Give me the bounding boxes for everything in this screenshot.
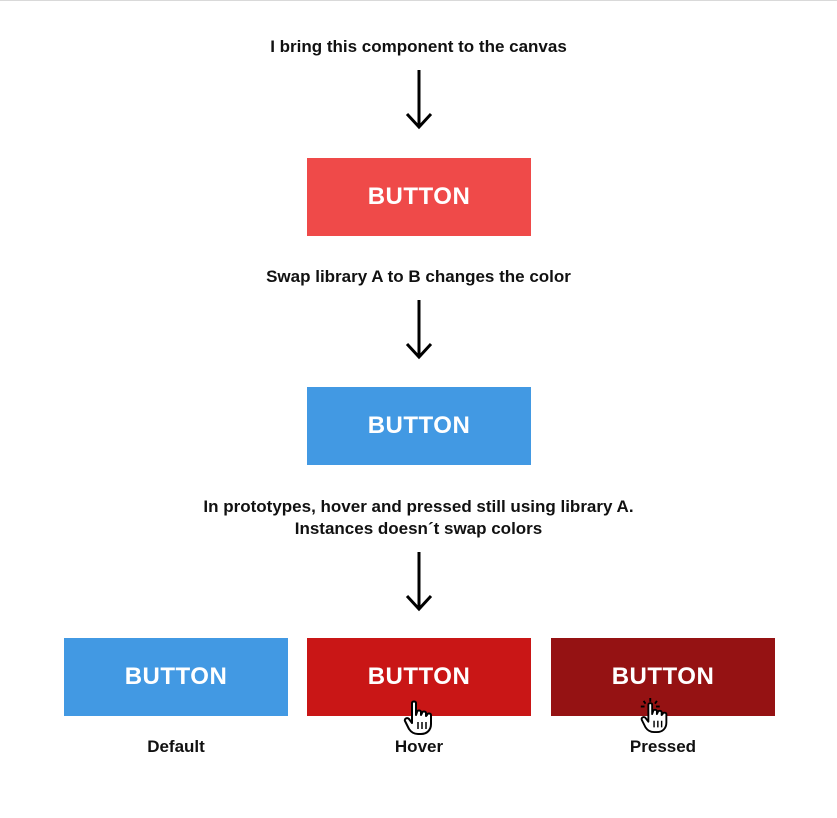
pressed-state-label: Pressed	[629, 737, 697, 756]
caption-step-3-line-1: In prototypes, hover and pressed still u…	[203, 497, 634, 516]
caption-step-3-line-2: Instances doesn´t swap colors	[294, 519, 543, 538]
top-divider	[0, 0, 837, 1]
hover-state-label: Hover	[394, 737, 444, 756]
default-state-label: Default	[147, 737, 205, 756]
arrow-down-icon	[405, 552, 433, 612]
caption-step-2: Swap library A to B changes the color	[266, 267, 571, 286]
caption-step-1: I bring this component to the canvas	[270, 37, 567, 56]
hover-state-button[interactable]: BUTTON	[307, 638, 531, 716]
hand-pointer-click-icon	[640, 698, 668, 734]
swapped-button[interactable]: BUTTON	[307, 387, 531, 465]
arrow-down-icon	[405, 70, 433, 130]
hand-pointer-icon	[403, 700, 432, 735]
default-state-button[interactable]: BUTTON	[64, 638, 288, 716]
pressed-state-button[interactable]: BUTTON	[551, 638, 775, 716]
arrow-down-icon	[405, 300, 433, 360]
original-button[interactable]: BUTTON	[307, 158, 531, 236]
